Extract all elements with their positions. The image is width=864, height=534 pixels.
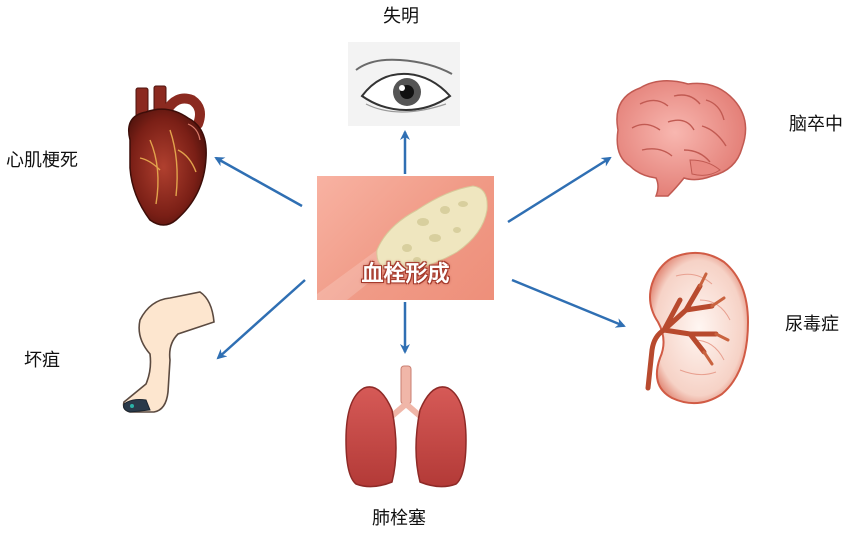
leg-gangrene-icon (122, 291, 215, 413)
center-title: 血栓形成 (361, 262, 450, 287)
arrow-to-left-top (214, 156, 303, 208)
label-gangrene: 坏疽 (24, 350, 60, 371)
label-uremia: 尿毒症 (785, 314, 839, 335)
eye-icon (348, 42, 460, 126)
kidney-icon (645, 251, 750, 405)
heart-icon (128, 85, 207, 226)
label-stroke: 脑卒中 (789, 114, 843, 135)
arrows (214, 130, 626, 360)
label-pulmonary-embolism: 肺栓塞 (372, 508, 426, 529)
arrow-to-right-top (507, 156, 612, 224)
lungs-icon (345, 365, 467, 488)
label-blindness: 失明 (383, 6, 419, 27)
arrow-to-left-bottom (216, 279, 306, 360)
label-myocardial-infarction: 心肌梗死 (6, 150, 78, 171)
center-thrombus-panel: 血栓形成 (317, 176, 494, 300)
arrow-to-right-bottom (511, 278, 626, 328)
thrombus-icon (317, 185, 488, 300)
brain-icon (616, 80, 747, 197)
